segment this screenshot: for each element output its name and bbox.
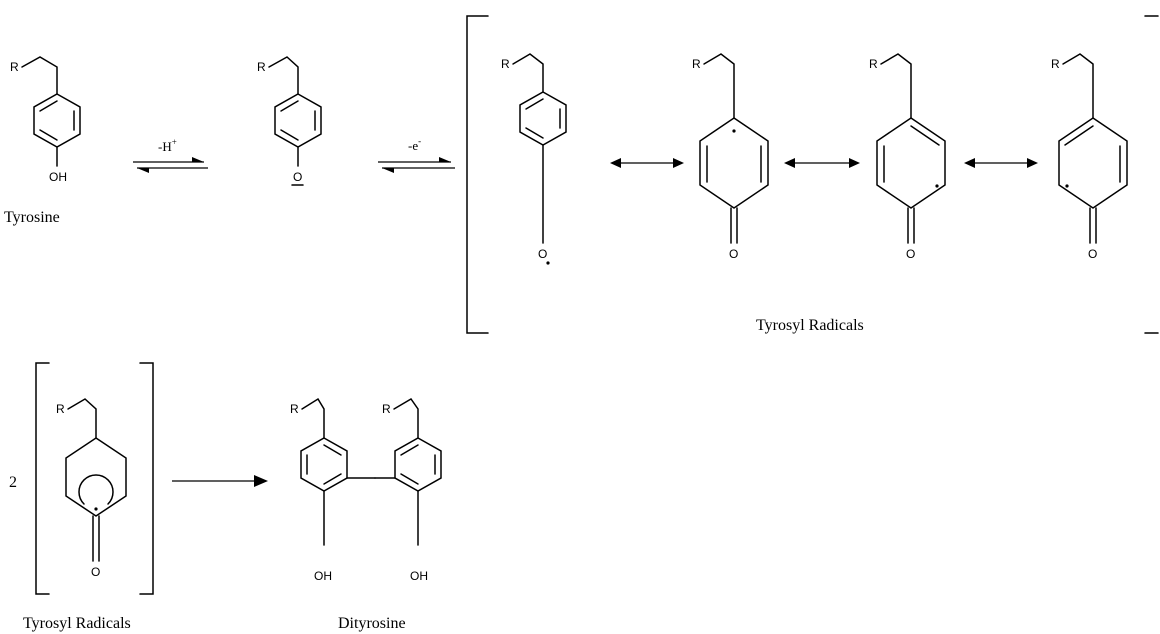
radical-d-ring: [1058, 117, 1128, 209]
equilibrium-arrow-deprotonation: -H+: [133, 137, 208, 173]
radical-a-dot: [546, 261, 550, 265]
radical-form-oxygen: R O: [501, 53, 567, 265]
delocalized-arc: [78, 474, 114, 505]
tyrosine-oh-label: OH: [49, 170, 67, 184]
delocalized-ring: [65, 437, 127, 517]
deprotonation-label: -H+: [158, 137, 177, 154]
resonance-arrow-1: [610, 158, 684, 168]
dityrosine-left-r-label: R: [290, 402, 299, 416]
resonance-bracket: [466, 15, 1159, 334]
delocalized-r-label: R: [56, 402, 65, 416]
dityrosine-left-oh-label: OH: [314, 569, 332, 583]
resonance-arrow-2: [784, 158, 860, 168]
phenoxide-structure: R O: [257, 56, 322, 186]
radical-b-dot: [732, 129, 736, 133]
dityrosine-right-ring: [394, 437, 442, 492]
oxidation-label: -e-: [408, 136, 421, 153]
radical-b-ring: [699, 117, 769, 209]
radical-c-dot: [935, 184, 939, 188]
bottom-bracket-left: [35, 362, 50, 595]
tyrosine-ring-db-3: [39, 100, 58, 112]
tyrosine-structure: R OH Tyrosine: [4, 56, 81, 226]
radical-form-ortho-right: R O: [869, 53, 946, 261]
stoichiometric-coefficient: 2: [9, 474, 17, 491]
radical-a-ring: [519, 91, 567, 146]
tyrosyl-radicals-caption-top: Tyrosyl Radicals: [756, 317, 864, 334]
delocalized-dot: [94, 507, 98, 511]
phenoxide-ring: [274, 93, 322, 148]
delocalized-radical-bracket: [35, 362, 154, 595]
radical-c-o-label: O: [906, 247, 915, 261]
delocalized-o-label: O: [91, 565, 100, 579]
delocalized-tyrosyl-radical: R O: [56, 398, 127, 579]
bottom-bracket-right: [139, 362, 154, 595]
radical-a-r-label: R: [501, 57, 510, 71]
bracket-left: [466, 15, 489, 334]
radical-d-dot: [1065, 184, 1069, 188]
tyrosine-r-label: R: [10, 60, 19, 74]
radical-b-o-label: O: [729, 247, 738, 261]
radical-form-para: R O: [692, 53, 769, 261]
dityrosine-left-ring: [300, 437, 348, 492]
dityrosine-caption: Dityrosine: [338, 615, 406, 632]
dityrosine-structure: R OH R OH: [290, 397, 442, 583]
phenoxide-ring-db-2: [280, 129, 299, 141]
radical-c-ring: [876, 117, 946, 209]
tyrosine-ring-db-2: [39, 129, 58, 141]
equilibrium-arrow-oxidation: -e-: [378, 136, 455, 173]
radical-form-ortho-left: R O: [1051, 53, 1128, 261]
dityrosine-right-oh-label: OH: [410, 569, 428, 583]
radical-b-r-label: R: [692, 57, 701, 71]
resonance-arrow-3: [964, 158, 1038, 168]
phenoxide-ring-db-3: [280, 100, 299, 112]
dimerization-arrow: [172, 475, 268, 487]
tyrosine-side-chain: [21, 56, 58, 95]
tyrosine-caption: Tyrosine: [4, 209, 60, 226]
tyrosine-ring: [33, 93, 81, 148]
radical-d-r-label: R: [1051, 57, 1060, 71]
phenoxide-o-label: O: [293, 170, 302, 184]
dityrosine-right-r-label: R: [382, 402, 391, 416]
phenoxide-r-label: R: [257, 60, 266, 74]
radical-c-r-label: R: [869, 57, 878, 71]
phenoxide-side-chain: [268, 56, 299, 95]
radical-a-o-label: O: [538, 247, 547, 261]
tyrosyl-radicals-caption-bottom: Tyrosyl Radicals: [23, 615, 131, 632]
radical-d-o-label: O: [1088, 247, 1097, 261]
